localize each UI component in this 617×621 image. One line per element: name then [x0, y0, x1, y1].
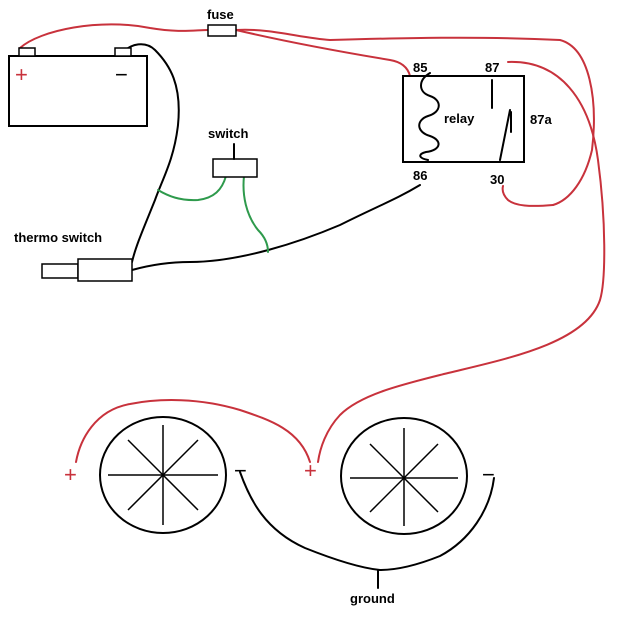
wire-ground-left-fan — [239, 471, 381, 571]
battery-terminal-negative — [114, 47, 132, 57]
wire-fuse-to-loop — [235, 28, 595, 206]
negative-wires — [125, 43, 512, 589]
relay: relay 85 87 87a 86 30 — [402, 60, 552, 187]
fan-left-plus-sign: + — [64, 462, 77, 487]
thermo-switch-probe — [41, 263, 79, 279]
wire-switch-right — [242, 175, 269, 253]
positive-wires — [19, 23, 606, 463]
wire-pin-87-to-fan — [317, 60, 606, 463]
thermo-switch-body — [77, 258, 133, 282]
battery-plus-sign: + — [15, 62, 28, 87]
relay-pin-87a: 87a — [530, 112, 552, 127]
switch-wires — [157, 175, 269, 253]
relay-pin-86: 86 — [413, 168, 427, 183]
fan-right: + − — [304, 417, 495, 535]
battery-body — [8, 55, 148, 127]
fan-right-housing — [340, 417, 468, 535]
wire-switch-left — [157, 175, 227, 202]
fan-left: + − — [64, 416, 247, 534]
fan-right-plus-sign: + — [304, 458, 317, 483]
ground-label: ground — [350, 591, 395, 606]
relay-body — [402, 75, 525, 163]
fan-left-minus-sign: − — [234, 458, 247, 483]
fan-right-blades — [350, 428, 458, 526]
relay-label: relay — [444, 111, 475, 126]
wire-battery-negative — [125, 43, 180, 263]
relay-pin-87: 87 — [485, 60, 499, 75]
wire-ground-right-fan — [379, 477, 495, 571]
wire-fan-positive-link — [75, 399, 311, 463]
relay-contact-arm — [499, 109, 511, 161]
battery-minus-sign: − — [115, 62, 128, 87]
thermo-switch: thermo switch — [14, 230, 133, 282]
switch-label: switch — [208, 126, 249, 141]
fan-left-housing — [99, 416, 227, 534]
relay-pin-30: 30 — [490, 172, 504, 187]
fan-left-blades — [108, 425, 218, 525]
wire-to-pin-85 — [235, 29, 411, 77]
wire-thermo-to-pin-86 — [131, 184, 421, 271]
fan-right-minus-sign: − — [482, 462, 495, 487]
fuse-body — [207, 24, 237, 37]
wire-battery-to-fuse — [19, 23, 209, 49]
wire-loop-to-pin-30 — [501, 185, 554, 207]
fuse-label: fuse — [207, 7, 234, 22]
fuse: fuse — [207, 7, 237, 37]
battery-terminal-positive — [18, 47, 36, 57]
battery: + − — [8, 47, 148, 127]
relay-coil — [418, 72, 440, 161]
switch: switch — [208, 126, 258, 178]
switch-body — [212, 158, 258, 178]
relay-pin-85: 85 — [413, 60, 427, 75]
thermo-switch-label: thermo switch — [14, 230, 102, 245]
